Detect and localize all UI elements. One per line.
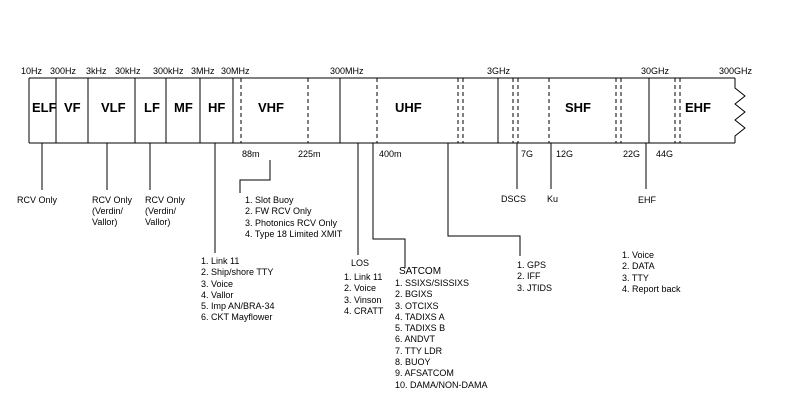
list-item: 3. Vinson <box>344 294 382 305</box>
list-item: 2. DATA <box>622 261 655 272</box>
vlf-note: RCV Only (Verdin/ Vallor) <box>92 195 132 228</box>
list-item: 1. Link 11 <box>344 272 383 282</box>
list-item: 4. CRATT <box>344 305 384 316</box>
marker-12g: 12G <box>556 149 574 159</box>
ehf-list: 1. Voice 2. DATA 3. TTY 4. Report back <box>622 250 681 295</box>
freq-label-300khz: 300kHz <box>153 66 184 76</box>
list-item: 4. Type 18 Limited XMIT <box>245 228 343 239</box>
band-hf: HF <box>208 100 226 115</box>
band-mf: MF <box>174 100 193 115</box>
list-item: 10. DAMA/NON-DAMA <box>395 379 488 390</box>
elf-note: RCV Only <box>17 195 58 205</box>
band-ehf: EHF <box>685 100 711 115</box>
list-item: 3. OTCIXS <box>395 300 439 311</box>
lf-note-line: (Verdin/ <box>145 206 177 216</box>
lf-note-line: RCV Only <box>145 195 186 205</box>
marker-22g: 22G <box>623 149 641 159</box>
dscs-label: DSCS <box>501 194 527 204</box>
band-uhf: UHF <box>395 100 422 115</box>
los-title: LOS <box>351 258 370 268</box>
vlf-note-line: Vallor) <box>92 217 118 227</box>
list-item: 2. Voice <box>344 283 377 294</box>
list-item: 4. TADIXS A <box>395 311 445 322</box>
spectrum-bar <box>28 77 746 144</box>
freq-label-300mhz: 300MHz <box>330 66 364 76</box>
list-item: 3. Photonics RCV Only <box>245 217 338 228</box>
marker-7g: 7G <box>521 149 534 159</box>
list-item: 6. ANDVT <box>395 334 436 345</box>
marker-400m: 400m <box>379 149 402 159</box>
band-shf: SHF <box>565 100 591 115</box>
freq-label-300hz: 300Hz <box>50 66 77 76</box>
band-vhf: VHF <box>258 100 284 115</box>
list-item: 6. CKT Mayflower <box>201 312 273 323</box>
hf-list: 1. Link 11 2. Ship/shore TTY 3. Voice 4.… <box>201 256 275 324</box>
satcom-list: 1. SSIXS/SISSIXS 2. BGIXS 3. OTCIXS 4. T… <box>395 278 488 391</box>
list-item: 2. BGIXS <box>395 289 433 300</box>
list-item: 3. TTY <box>622 272 649 283</box>
list-item: 8. BUOY <box>395 357 431 368</box>
band-lf: LF <box>144 100 160 115</box>
list-item: 3. Voice <box>201 278 234 289</box>
ehf-title: EHF <box>638 195 656 205</box>
list-item: 5. TADIXS B <box>395 323 446 334</box>
band-elf: ELF <box>32 100 57 115</box>
satcom-title: SATCOM <box>399 266 442 277</box>
freq-label-3khz: 3kHz <box>86 66 107 76</box>
freq-label-3mhz: 3MHz <box>191 66 215 76</box>
freq-label-30mhz: 30MHz <box>221 66 250 76</box>
list-item: 4. Report back <box>622 283 681 294</box>
list-item: 1. GPS <box>517 260 547 270</box>
list-item: 1. Voice <box>622 250 655 260</box>
freq-label-3ghz: 3GHz <box>487 66 511 76</box>
lf-note: RCV Only (Verdin/ Vallor) <box>145 195 185 228</box>
list-item: 2. IFF <box>517 271 541 282</box>
vlf-note-line: (Verdin/ <box>92 206 124 216</box>
list-item: 2. FW RCV Only <box>245 206 312 217</box>
freq-label-300ghz: 300GHz <box>719 66 753 76</box>
freq-label-30khz: 30kHz <box>115 66 141 76</box>
list-item: 1. Slot Buoy <box>245 195 294 205</box>
sub-band-dashed-lines <box>240 78 681 143</box>
list-item: 4. Vallor <box>201 289 234 300</box>
freq-label-30ghz: 30GHz <box>641 66 670 76</box>
connector-lines <box>41 143 647 268</box>
list-item: 1. Link 11 <box>201 256 240 266</box>
ku-label: Ku <box>547 194 559 204</box>
marker-225m: 225m <box>298 149 321 159</box>
band-vlf: VLF <box>101 100 126 115</box>
list-item: 9. AFSATCOM <box>395 368 454 379</box>
lf-note-line: Vallor) <box>145 217 171 227</box>
vlf-note-line: RCV Only <box>92 195 133 205</box>
vhf-list: 1. Slot Buoy 2. FW RCV Only 3. Photonics… <box>245 195 342 240</box>
list-item: 7. TTY LDR <box>395 345 443 356</box>
list-item: 2. Ship/shore TTY <box>201 267 274 278</box>
shf-list: 1. GPS 2. IFF 3. JTIDS <box>517 260 552 294</box>
band-vf: VF <box>64 100 81 115</box>
freq-label-10hz: 10Hz <box>21 66 43 76</box>
los-list: 1. Link 11 2. Voice 3. Vinson 4. CRATT <box>344 272 383 317</box>
marker-88m: 88m <box>242 149 260 159</box>
list-item: 3. JTIDS <box>517 282 553 293</box>
list-item: 5. Imp AN/BRA-34 <box>201 301 275 312</box>
marker-44g: 44G <box>656 149 674 159</box>
list-item: 1. SSIXS/SISSIXS <box>395 278 470 288</box>
